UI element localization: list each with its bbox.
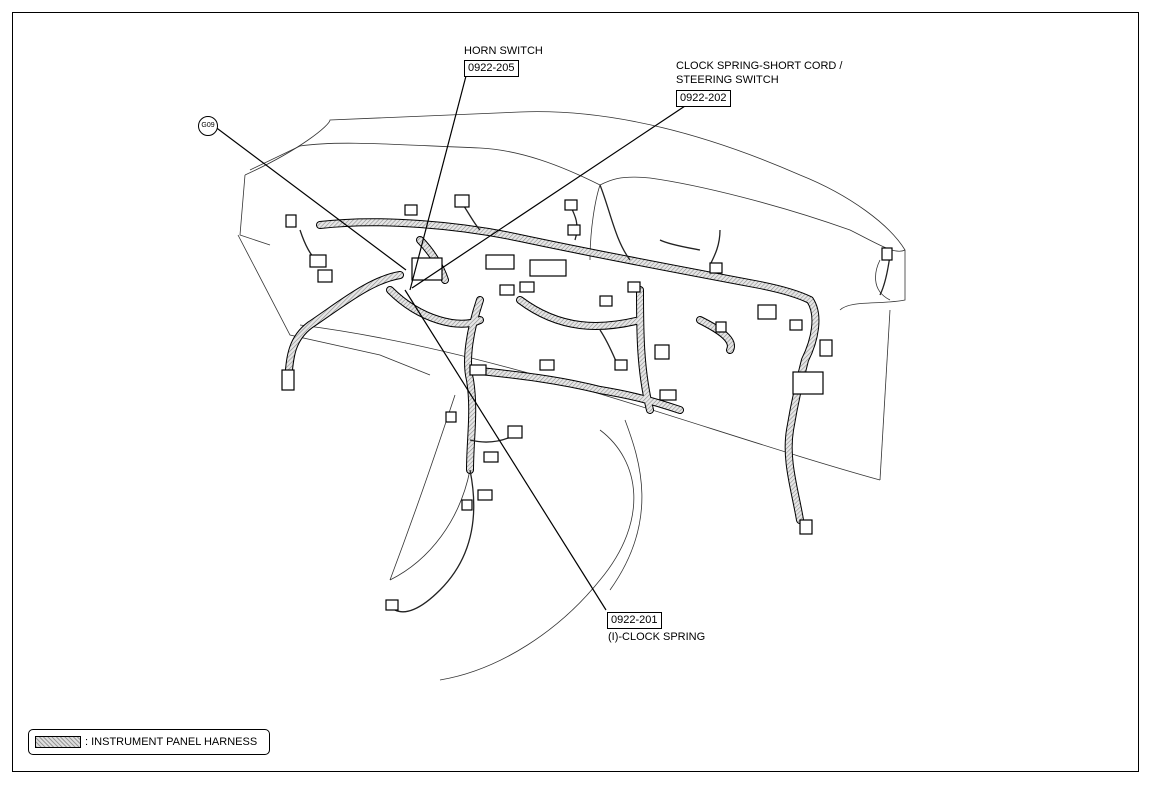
branch-wires: [299, 184, 891, 613]
harness-hatch-swatch: [35, 736, 81, 748]
legend-text: : INSTRUMENT PANEL HARNESS: [85, 736, 258, 748]
horn-switch-code: 0922-205: [464, 60, 519, 77]
steering-switch-label: STEERING SWITCH: [676, 74, 779, 86]
instrument-panel-harness: [284, 218, 820, 524]
ground-point-label: G09: [198, 116, 218, 136]
horn-switch-label: HORN SWITCH: [464, 45, 543, 57]
dashboard-outline: [237, 111, 906, 681]
clock-spring-short-cord-code: 0922-202: [676, 90, 731, 107]
legend: : INSTRUMENT PANEL HARNESS: [28, 729, 270, 755]
clock-spring-code: 0922-201: [607, 612, 662, 629]
clock-spring-short-cord-label: CLOCK SPRING-SHORT CORD /: [676, 60, 843, 72]
diagram-frame: [12, 12, 1139, 772]
clock-spring-label: (I)-CLOCK SPRING: [608, 631, 706, 643]
connectors: [281, 194, 893, 611]
leader-lines: [213, 75, 686, 611]
